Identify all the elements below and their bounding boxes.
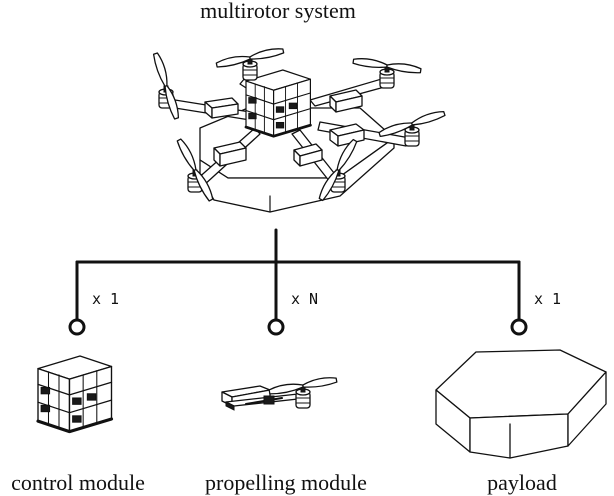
label-propelling-module: propelling module	[205, 470, 367, 495]
multiplicity-payload: x 1	[534, 290, 561, 308]
label-control-module: control module	[11, 470, 145, 495]
multirotor-drawing	[151, 46, 447, 213]
multiplicity-propelling: x N	[291, 290, 318, 308]
label-payload: payload	[487, 470, 557, 495]
node-control	[68, 318, 86, 336]
multirotor-esc-boxes	[204, 89, 365, 167]
control-module-drawing	[36, 354, 114, 434]
system-title: multirotor system	[200, 0, 356, 23]
propelling-module-drawing	[221, 375, 338, 411]
node-propelling	[267, 318, 285, 336]
multiplicity-control: x 1	[92, 290, 119, 308]
tree-connectors	[68, 228, 528, 336]
payload-drawing	[435, 349, 607, 459]
node-payload	[510, 318, 528, 336]
